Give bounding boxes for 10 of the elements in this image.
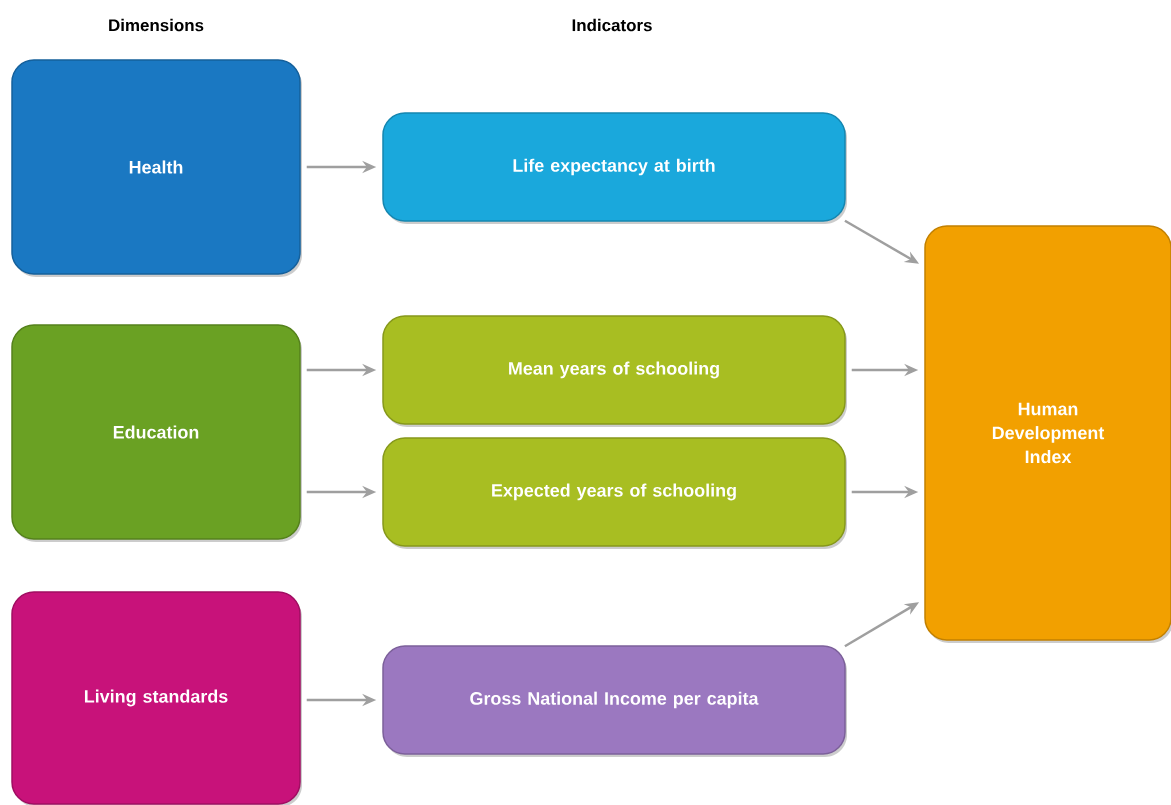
index-box: Human Development Index <box>924 225 1171 643</box>
dimension-box: Education <box>11 324 302 542</box>
column-heading: Dimensions <box>109 18 204 32</box>
dimension-box: Health <box>11 59 302 277</box>
column-heading: Indicators <box>572 18 652 32</box>
indicator-box: Expected years of schooling <box>382 437 847 549</box>
indicator-box: Mean years of schooling <box>382 315 847 427</box>
indicator-box: Gross National Income per capita <box>382 645 847 757</box>
indicator-box: Life expectancy at birth <box>382 112 847 224</box>
dimension-box: Living standards <box>11 591 302 805</box>
